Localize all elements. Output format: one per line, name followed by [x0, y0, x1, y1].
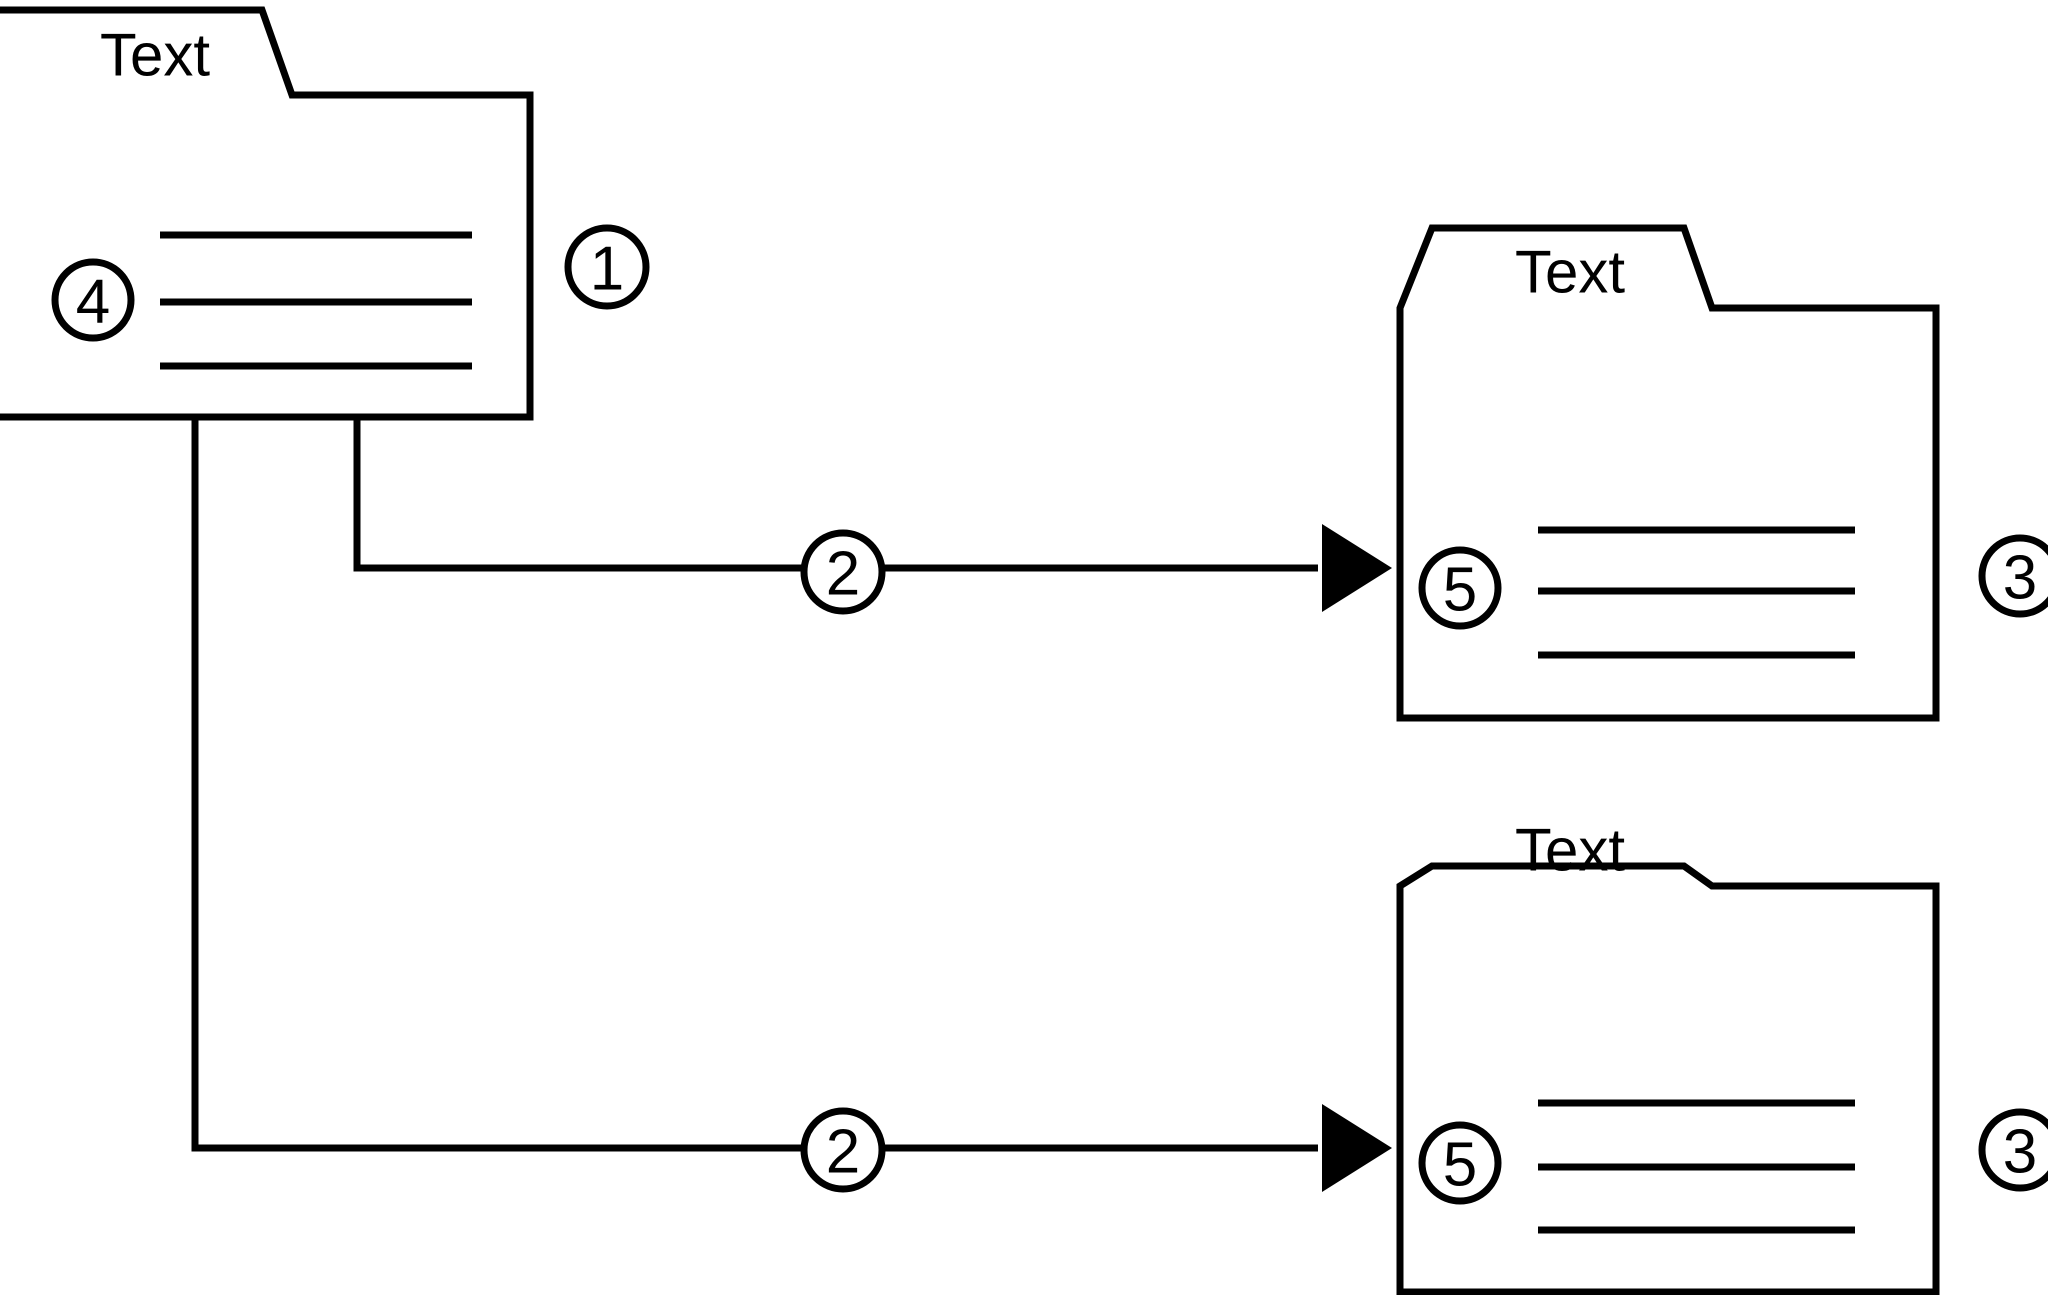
callout-circle: [1978, 534, 2048, 618]
edge-bottom-arrowhead: [1322, 1104, 1392, 1192]
callout-label: 1: [590, 235, 624, 304]
edge-top-connector[interactable]: [353, 417, 1318, 572]
folder-outline-target-top: [1396, 224, 1940, 722]
marker-label: 5: [1443, 1131, 1477, 1200]
callout-label: 3: [2003, 544, 2037, 613]
edge-label-text: 2: [826, 540, 860, 609]
marker-circle: [1418, 546, 1502, 630]
folder-outline-target-bottom: [1396, 862, 1940, 1295]
callout-badge-target-top[interactable]: 3: [1978, 534, 2048, 618]
folder-title-target-top: Text: [1515, 239, 1625, 306]
folder-title-target-bottom: Text: [1515, 817, 1625, 884]
callout-badge-target-bottom[interactable]: 3: [1978, 1108, 2048, 1192]
edge-label-circle: [800, 1107, 886, 1193]
marker-circle: [1418, 1121, 1502, 1205]
edge-top-arrowhead: [1322, 524, 1392, 612]
marker-label: 4: [76, 268, 110, 337]
callout-label: 3: [2003, 1118, 2037, 1187]
node-target-folder-top[interactable]: Text 5: [1396, 224, 1940, 722]
folder-title-source: Text: [100, 22, 210, 89]
marker-label: 5: [1443, 556, 1477, 625]
edge-bottom-connector[interactable]: [191, 417, 1318, 1152]
marker-badge-target-top-inner[interactable]: 5: [1418, 546, 1502, 630]
node-source-folder[interactable]: Text 4: [0, 6, 534, 421]
folder-outline-source: [0, 6, 534, 421]
edge-label-text: 2: [826, 1118, 860, 1187]
node-target-folder-bottom[interactable]: Text 5: [1396, 817, 1940, 1295]
callout-circle: [564, 224, 650, 310]
callout-circle: [1978, 1108, 2048, 1192]
callout-badge-source[interactable]: 1: [564, 224, 650, 310]
edge-label-circle: [800, 529, 886, 615]
marker-badge-target-bottom-inner[interactable]: 5: [1418, 1121, 1502, 1205]
edge-label-badge-top[interactable]: 2: [800, 529, 886, 615]
edge-label-badge-bottom[interactable]: 2: [800, 1107, 886, 1193]
marker-circle: [51, 258, 135, 342]
marker-badge-source-inner[interactable]: 4: [51, 258, 135, 342]
